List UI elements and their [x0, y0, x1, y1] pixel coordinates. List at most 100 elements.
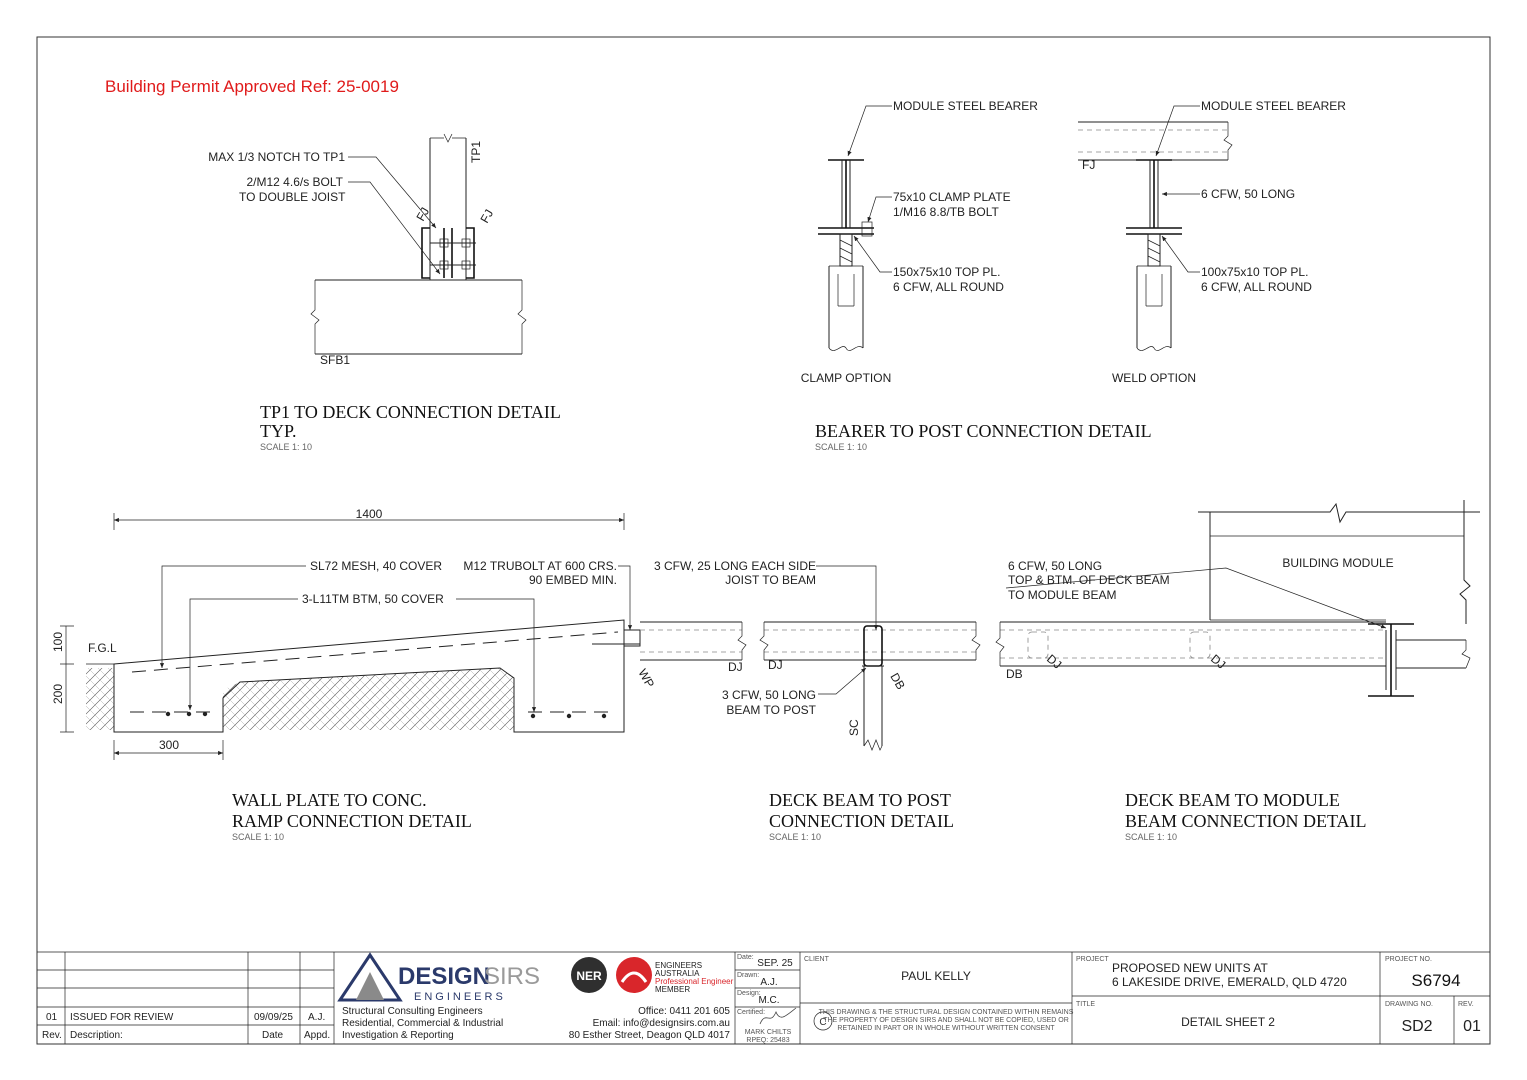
- rev-row-1-rev: 01: [46, 1012, 58, 1023]
- designsirs-logo: DESIGN SIRS ENGINEERS: [337, 952, 540, 1003]
- rev-row-1-description: ISSUED FOR REVIEW: [70, 1012, 174, 1023]
- weld-top-plate-note-2: 6 CFW, ALL ROUND: [1201, 280, 1312, 294]
- module-title-1: DECK BEAM TO MODULE: [1125, 790, 1340, 810]
- drawn-label: Drawn:: [737, 972, 759, 979]
- company-line-3: Investigation & Reporting: [342, 1030, 454, 1041]
- module-cfw-note-1: 6 CFW, 50 LONG: [1008, 559, 1102, 573]
- ea-line-2: AUSTRALIA: [655, 969, 700, 978]
- ner-badge: NER: [571, 957, 607, 993]
- module-dj-tag-1: DJ: [1044, 652, 1064, 672]
- ramp-dj-tag: DJ: [728, 660, 743, 674]
- weld-option-caption: WELD OPTION: [1112, 371, 1196, 385]
- ea-line-4: MEMBER: [655, 985, 690, 994]
- design-value: M.C.: [758, 995, 779, 1006]
- logo-name-a: DESIGN: [398, 963, 490, 990]
- tag-fj-left: FJ: [413, 205, 432, 224]
- module-cfw-note-2: TOP & BTM. OF DECK BEAM: [1008, 573, 1170, 587]
- certifier-name: MARK CHILTS: [745, 1029, 792, 1036]
- copyright-symbol: C: [819, 1017, 826, 1028]
- bearer-title: BEARER TO POST CONNECTION DETAIL: [815, 421, 1152, 441]
- clamp-bearer-note: MODULE STEEL BEARER: [893, 99, 1038, 113]
- company-address: 80 Esther Street, Deagon QLD 4017: [569, 1030, 731, 1041]
- weld-cfw-note: 6 CFW, 50 LONG: [1201, 187, 1295, 201]
- trubolt-note-1: M12 TRUBOLT AT 600 CRS.: [463, 559, 617, 573]
- weld-bearer-note: MODULE STEEL BEARER: [1201, 99, 1346, 113]
- drawing-no-value: SD2: [1401, 1018, 1432, 1035]
- building-module-label: BUILDING MODULE: [1282, 556, 1393, 570]
- copyright-line-3: RETAINED IN PART OR IN WHOLE WITHOUT WRI…: [837, 1025, 1055, 1032]
- tag-fj-right: FJ: [477, 207, 496, 226]
- logo-name-b: SIRS: [484, 963, 540, 990]
- rev-header-appd: Appd.: [304, 1030, 330, 1041]
- project-no-label: PROJECT NO.: [1385, 956, 1432, 963]
- ea-line-1: ENGINEERS: [655, 961, 702, 970]
- mesh-note: SL72 MESH, 40 COVER: [310, 559, 442, 573]
- engineers-australia-badge: ENGINEERS AUSTRALIA Professional Enginee…: [616, 957, 734, 994]
- tp1-bolt-note-1: 2/M12 4.6/s BOLT: [247, 175, 344, 189]
- module-dj-tag-2: DJ: [1208, 652, 1228, 672]
- design-label: Design:: [737, 990, 761, 997]
- title-block: 01 ISSUED FOR REVIEW 09/09/25 A.J. Rev. …: [37, 951, 1490, 1044]
- tp1-detail: MAX 1/3 NOTCH TO TP1 2/M12 4.6/s BOLT TO…: [208, 133, 561, 452]
- ner-text: NER: [576, 969, 602, 983]
- dim-1400: 1400: [356, 507, 383, 521]
- company-line-2: Residential, Commercial & Industrial: [342, 1018, 503, 1029]
- post-scale: SCALE 1: 10: [769, 832, 821, 842]
- dim-200: 200: [51, 684, 65, 704]
- trubolt-note-2: 90 EMBED MIN.: [529, 573, 617, 587]
- post-cfw50-note-2: BEAM TO POST: [726, 703, 816, 717]
- certifier-signature: [759, 1007, 797, 1025]
- post-title-1: DECK BEAM TO POST: [769, 790, 951, 810]
- title-label: TITLE: [1076, 1001, 1095, 1008]
- tp1-title-2: TYP.: [260, 421, 297, 441]
- dim-100: 100: [51, 632, 65, 652]
- ramp-scale: SCALE 1: 10: [232, 832, 284, 842]
- date-label: Date:: [737, 954, 754, 961]
- date-value: SEP. 25: [757, 958, 793, 969]
- tp1-bolt-note-2: TO DOUBLE JOIST: [239, 190, 346, 204]
- clamp-plate-note-1: 75x10 CLAMP PLATE: [893, 190, 1011, 204]
- dim-300: 300: [159, 738, 179, 752]
- module-db-tag: DB: [1006, 667, 1023, 681]
- rev-header-date: Date: [262, 1030, 284, 1041]
- certified-label: Certified:: [737, 1009, 765, 1016]
- rev-header-rev: Rev.: [42, 1030, 62, 1041]
- bars-note: 3-L11TM BTM, 50 COVER: [302, 592, 444, 606]
- copyright-line-1: THIS DRAWING & THE STRUCTURAL DESIGN CON…: [819, 1009, 1074, 1016]
- clamp-plate-note-2: 1/M16 8.8/TB BOLT: [893, 205, 999, 219]
- post-db-tag: DB: [887, 671, 907, 692]
- rev-row-1-date: 09/09/25: [254, 1012, 293, 1023]
- company-email: Email: info@designsirs.com.au: [593, 1018, 730, 1029]
- ramp-detail: 1400 F.G.L 100 200 300 SL72 MESH, 40 COV…: [51, 507, 747, 842]
- weld-top-plate-note-1: 100x75x10 TOP PL.: [1201, 265, 1308, 279]
- rev-header-description: Description:: [70, 1030, 123, 1041]
- module-detail: BUILDING MODULE 6 CFW, 50 LONG TOP & BTM…: [995, 500, 1480, 842]
- post-detail: 3 CFW, 25 LONG EACH SIDE JOIST TO BEAM 3…: [654, 559, 981, 842]
- title-value: DETAIL SHEET 2: [1181, 1015, 1275, 1029]
- permit-stamp: Building Permit Approved Ref: 25-0019: [105, 77, 399, 96]
- clamp-option-caption: CLAMP OPTION: [801, 371, 891, 385]
- ramp-title-2: RAMP CONNECTION DETAIL: [232, 811, 472, 831]
- module-title-2: BEAM CONNECTION DETAIL: [1125, 811, 1367, 831]
- tag-sfb1: SFB1: [320, 353, 350, 367]
- ramp-title-1: WALL PLATE TO CONC.: [232, 790, 427, 810]
- fgl-tag: F.G.L: [88, 641, 117, 655]
- module-cfw-note-3: TO MODULE BEAM: [1008, 588, 1116, 602]
- project-no-value: S6794: [1411, 971, 1460, 990]
- bearer-detail: MODULE STEEL BEARER 75x10 CLAMP PLATE 1/…: [801, 99, 1346, 452]
- tp1-notch-note: MAX 1/3 NOTCH TO TP1: [208, 150, 345, 164]
- drawing-no-label: DRAWING NO.: [1385, 1001, 1433, 1008]
- tp1-title-1: TP1 TO DECK CONNECTION DETAIL: [260, 402, 561, 422]
- drawn-value: A.J.: [760, 977, 777, 988]
- project-line-2: 6 LAKESIDE DRIVE, EMERALD, QLD 4720: [1112, 975, 1347, 989]
- tp1-scale: SCALE 1: 10: [260, 442, 312, 452]
- rev-value: 01: [1463, 1018, 1481, 1035]
- copyright-line-2: THE PROPERTY OF DESIGN SIRS AND SHALL NO…: [823, 1017, 1069, 1024]
- weld-fj-tag: FJ: [1082, 158, 1095, 172]
- clamp-top-plate-note-1: 150x75x10 TOP PL.: [893, 265, 1000, 279]
- sheet-border: [36, 36, 1491, 1045]
- project-line-1: PROPOSED NEW UNITS AT: [1112, 961, 1268, 975]
- post-sc-tag: SC: [847, 719, 861, 736]
- clamp-top-plate-note-2: 6 CFW, ALL ROUND: [893, 280, 1004, 294]
